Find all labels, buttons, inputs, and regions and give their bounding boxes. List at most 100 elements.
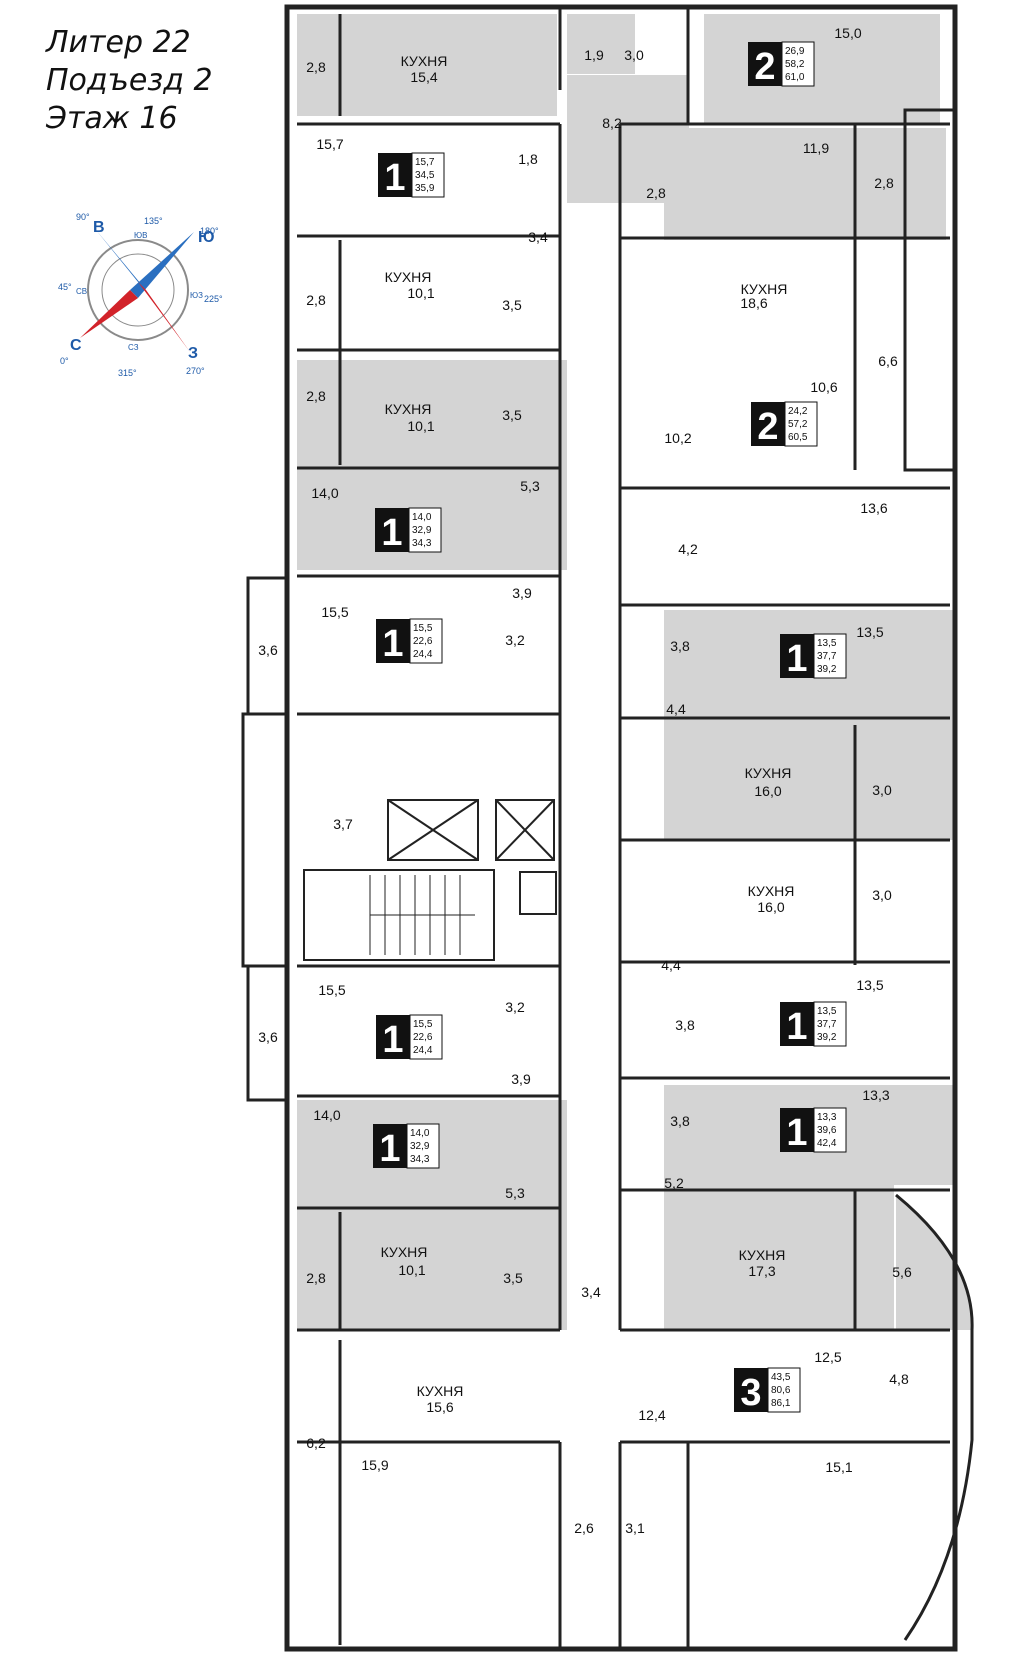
badge-room-count: 1 (382, 1019, 403, 1061)
room-area-label: 4,4 (666, 701, 686, 717)
apartment-badge: 1 15,5 22,6 24,4 (376, 618, 443, 665)
compass-deg-225: 225° (204, 294, 223, 304)
room-area-label: 15,5 (318, 982, 345, 998)
room-area-label: 5,2 (664, 1175, 684, 1191)
partitions (297, 7, 950, 1650)
elevator-1 (387, 799, 479, 861)
header-entrance: Подъезд 2 (46, 63, 213, 98)
badge-area-value: 37,7 (817, 1019, 837, 1030)
badge-area-value: 32,9 (410, 1141, 430, 1152)
room-area-label: 3,2 (505, 632, 525, 648)
room-area-label: 10,1 (407, 418, 434, 434)
room-area-label: 10,6 (810, 379, 837, 395)
room-area-label: 10,1 (407, 285, 434, 301)
room-area-label: 3,8 (670, 638, 690, 654)
room-area-label: 5,3 (520, 478, 540, 494)
badge-area-value: 15,5 (413, 623, 433, 634)
badge-area-value: 22,6 (413, 1032, 433, 1043)
badge-box (780, 634, 814, 678)
compass-north-ray (96, 230, 146, 290)
shaft (519, 871, 557, 915)
badge-values-box (813, 1001, 847, 1047)
compass-deg-90: 90° (76, 212, 90, 222)
room-area-label: 13,5 (856, 977, 883, 993)
badge-box (734, 1368, 768, 1412)
badge-box (780, 1002, 814, 1046)
compass-icon: В Ю З С 90° 180° 270° 0° 135° 225° 315° … (58, 212, 223, 378)
badge-area-value: 26,9 (785, 46, 805, 57)
compass-ring (87, 239, 189, 341)
badge-values-box (767, 1367, 801, 1413)
badge-box (373, 1124, 407, 1168)
badge-area-value: 14,0 (412, 512, 432, 523)
room-area-label: 3,0 (872, 887, 892, 903)
room-area-label: 3,9 (511, 1071, 531, 1087)
compass-west-ray (80, 290, 138, 338)
badge-area-value: 24,2 (788, 406, 808, 417)
room-area-label: 5,3 (505, 1185, 525, 1201)
kitchen-label: КУХНЯ (401, 53, 448, 69)
room-area-label: 3,9 (512, 585, 532, 601)
room-area-label: 2,8 (306, 1270, 326, 1286)
room-area-label: 2,8 (306, 388, 326, 404)
badge-area-value: 37,7 (817, 651, 837, 662)
room-area-label: 15,9 (361, 1457, 388, 1473)
room-area-label: 2,8 (306, 292, 326, 308)
kitchen-label: КУХНЯ (381, 1244, 428, 1260)
badge-values-box (406, 1123, 440, 1169)
elevator-2 (495, 799, 555, 861)
room-area-label: 15,5 (321, 604, 348, 620)
kitchen-label: КУХНЯ (748, 883, 795, 899)
kitchen-label: КУХНЯ (745, 765, 792, 781)
compass-east-ray (130, 232, 194, 298)
badge-room-count: 1 (384, 157, 405, 199)
room-area-label: 16,0 (754, 783, 781, 799)
room-area-label: 3,5 (502, 407, 522, 423)
room-area-label: 3,6 (258, 642, 278, 658)
badge-area-value: 60,5 (788, 432, 808, 443)
room-area-label: 3,5 (502, 297, 522, 313)
badge-area-value: 24,4 (413, 649, 433, 660)
badge-box (376, 619, 410, 663)
room-area-label: 3,1 (625, 1520, 645, 1536)
compass-letter-south: Ю (198, 229, 215, 246)
room-area-label: 4,2 (678, 541, 698, 557)
badge-area-value: 86,1 (771, 1398, 791, 1409)
room-area-label: 15,7 (316, 136, 343, 152)
room-area-label: 14,0 (311, 485, 338, 501)
kitchen-label: КУХНЯ (741, 281, 788, 297)
badge-values-box (781, 41, 815, 87)
room-area-label: 5,6 (892, 1264, 912, 1280)
badge-area-value: 22,6 (413, 636, 433, 647)
badge-area-value: 34,3 (412, 538, 432, 549)
room-area-label: 3,5 (503, 1270, 523, 1286)
badge-area-value: 13,5 (817, 1006, 837, 1017)
compass-letter-east: В (93, 219, 105, 236)
room-area-label: 15,1 (825, 1459, 852, 1475)
badge-area-value: 58,2 (785, 59, 805, 70)
kitchen-label: КУХНЯ (385, 269, 432, 285)
badge-room-count: 2 (757, 406, 778, 448)
kitchen-labels: КУХНЯ КУХНЯ КУХНЯ КУХНЯ КУХНЯ КУХНЯ КУХНЯ КУХНЯ… (381, 53, 795, 1399)
compass-inner-nw: СЗ (128, 343, 139, 352)
compass-deg-45: 45° (58, 282, 72, 292)
compass-deg-180: 180° (200, 226, 219, 236)
room-area-label: 18,6 (740, 295, 767, 311)
room-area-label: 8,2 (602, 115, 622, 131)
kitchen-label: КУХНЯ (739, 1247, 786, 1263)
badge-room-count: 1 (382, 623, 403, 665)
room-area-label: 3,4 (581, 1284, 601, 1300)
badge-room-count: 1 (786, 1006, 807, 1048)
kitchen-label: КУХНЯ (417, 1383, 464, 1399)
